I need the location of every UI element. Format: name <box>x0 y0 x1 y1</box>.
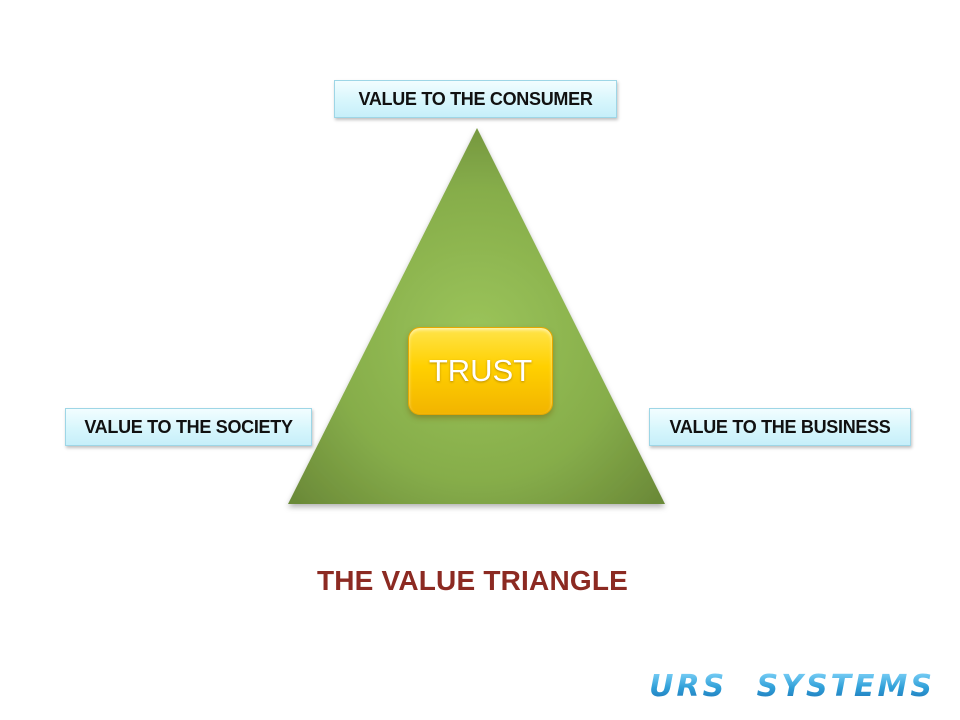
trust-center-box: TRUST <box>408 327 553 415</box>
urs-systems-logo: URS SYSTEMS <box>630 668 935 704</box>
value-to-business-label: VALUE TO THE BUSINESS <box>649 408 911 446</box>
diagram-title: THE VALUE TRIANGLE <box>316 565 629 596</box>
value-to-consumer-label: VALUE TO THE CONSUMER <box>334 80 617 118</box>
triangle-shape <box>288 128 665 504</box>
value-to-society-label: VALUE TO THE SOCIETY <box>65 408 312 446</box>
